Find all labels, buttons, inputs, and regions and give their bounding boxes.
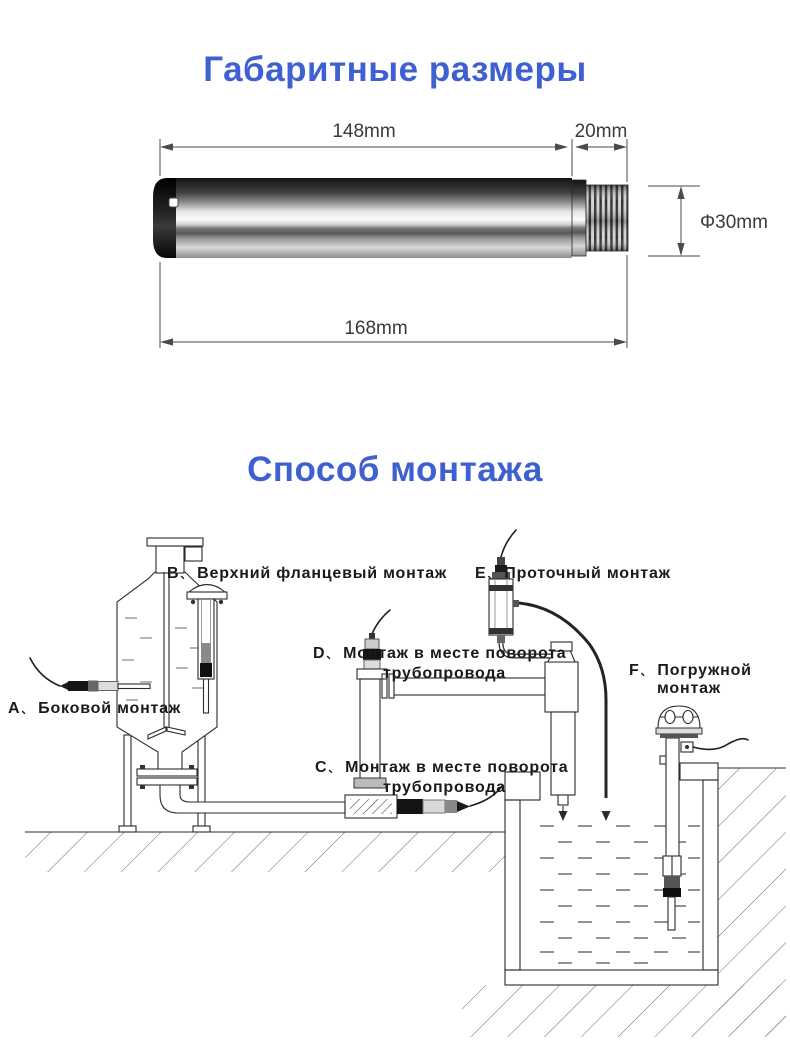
probe-collar bbox=[571, 179, 587, 257]
label-submersible-mount-line2: монтаж bbox=[657, 680, 721, 697]
label-pipe-turn-mount-d: D、Монтаж в месте поворота bbox=[313, 645, 566, 662]
t-fitting bbox=[544, 641, 579, 821]
dim-168mm: 168mm bbox=[344, 318, 407, 339]
basin bbox=[504, 762, 719, 986]
probe-body bbox=[176, 178, 572, 258]
dim-148mm: 148mm bbox=[332, 121, 395, 142]
outflow-tube bbox=[518, 601, 608, 798]
dimension-drawing: 148mm 20mm Φ30mm 168mm bbox=[153, 121, 768, 348]
sensor-e-flow-cell bbox=[488, 529, 611, 821]
dimension-lines bbox=[159, 139, 700, 348]
label-top-flange-mount: B、Верхний фланцевый монтаж bbox=[167, 565, 447, 582]
label-flow-through-mount: E、Проточный монтаж bbox=[475, 565, 671, 582]
sensor-c-pipe-turn-mount bbox=[344, 777, 503, 819]
water-dashes bbox=[540, 825, 700, 964]
dim-20mm: 20mm bbox=[575, 121, 628, 142]
label-submersible-mount: F、Погружной bbox=[629, 662, 752, 679]
label-pipe-turn-mount-d-line2: трубопровода bbox=[383, 665, 506, 682]
bottom-pipe bbox=[136, 765, 346, 814]
mounting-title: Способ монтажа bbox=[247, 450, 543, 489]
tank-motor bbox=[184, 546, 203, 562]
ground bbox=[25, 767, 786, 1037]
tank-top-plate bbox=[146, 537, 204, 547]
sensor-f-submersible bbox=[655, 705, 749, 931]
dim-diameter: Φ30mm bbox=[700, 212, 768, 233]
probe bbox=[153, 178, 629, 258]
sensor-d-pipe-turn-mount bbox=[356, 609, 391, 680]
dimensions-title: Габаритные размеры bbox=[203, 50, 587, 89]
tank-leg bbox=[123, 734, 132, 828]
mounting-diagram: A、Боковой монтаж B、Верхний фланцевый мон… bbox=[8, 529, 786, 1037]
probe-thread bbox=[585, 184, 629, 252]
probe-cap bbox=[153, 178, 180, 258]
sensor-a-side-mount bbox=[29, 657, 151, 692]
tank bbox=[116, 537, 218, 833]
label-pipe-turn-mount-c: C、Монтаж в месте поворота bbox=[315, 759, 568, 776]
probe-logo bbox=[168, 197, 179, 208]
label-side-mount: A、Боковой монтаж bbox=[8, 700, 181, 717]
sensor-b-top-flange-mount bbox=[186, 583, 228, 714]
label-pipe-turn-mount-c-line2: трубопровода bbox=[383, 779, 506, 796]
